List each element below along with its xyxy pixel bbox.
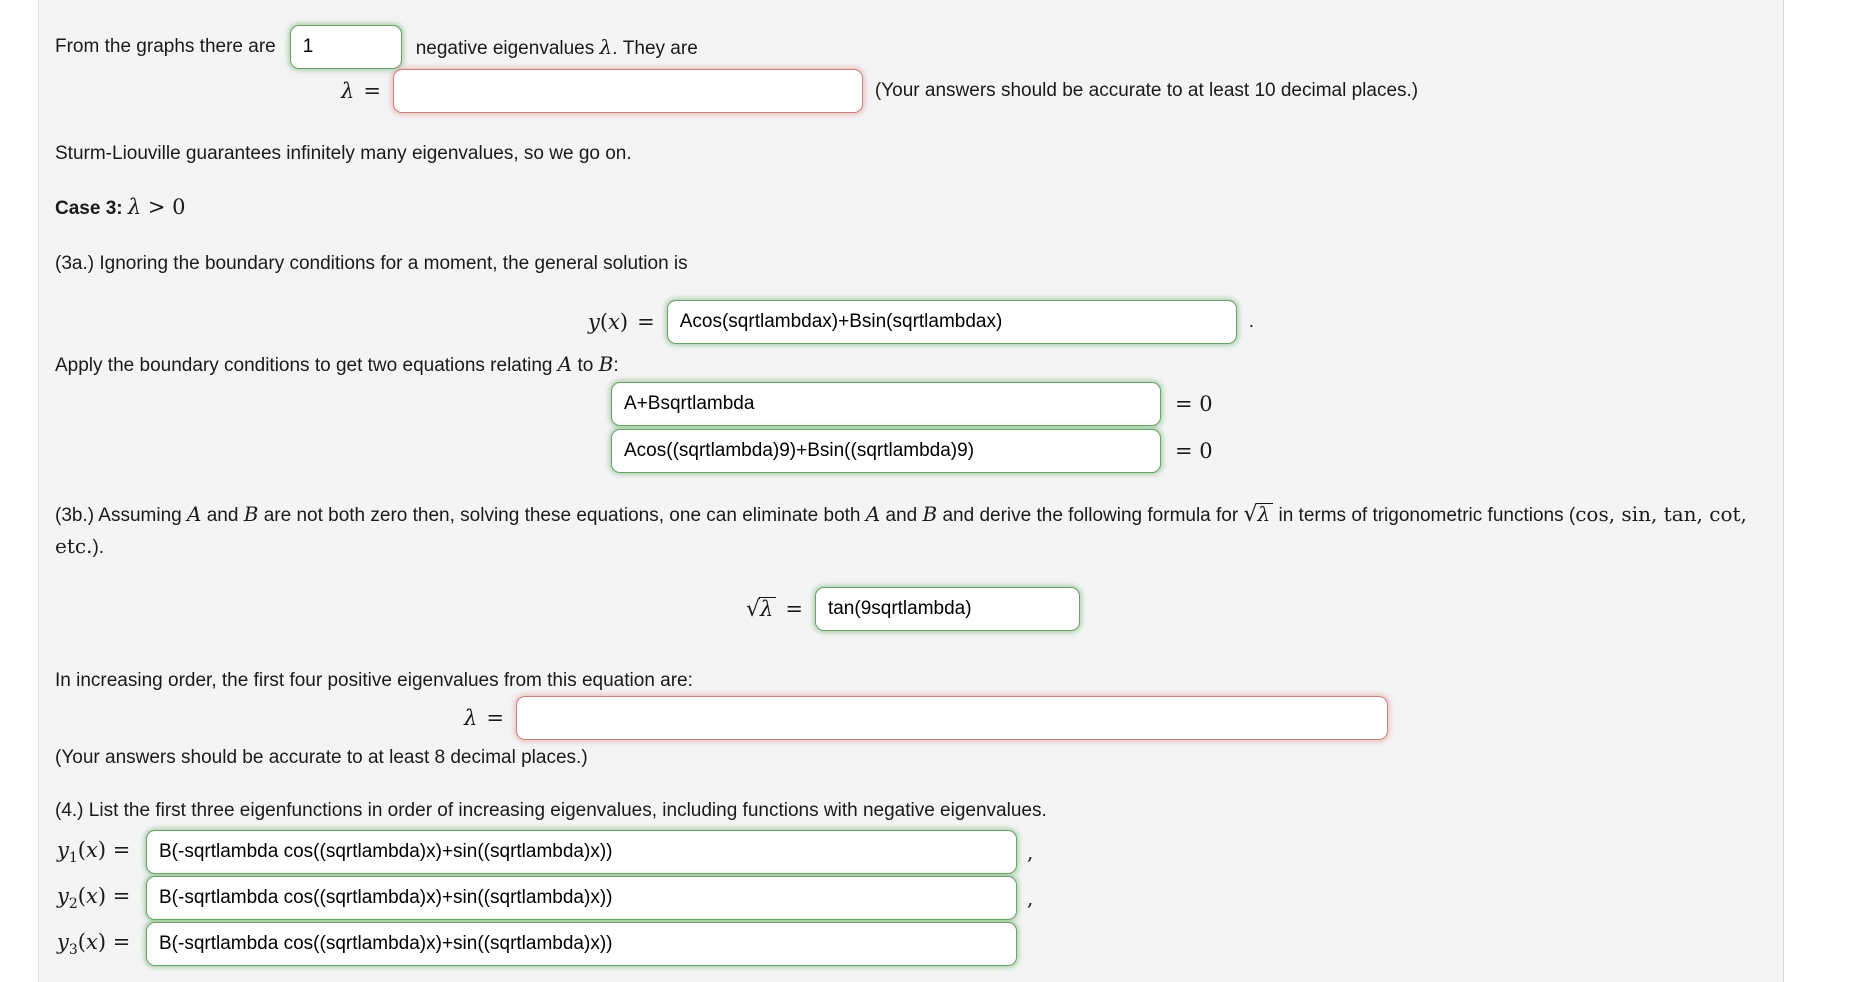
accuracy-note-8: (Your answers should be accurate to at l… xyxy=(55,747,588,768)
comma-text: , xyxy=(1027,886,1034,910)
comma-text: , xyxy=(1027,840,1034,864)
subscript-2: 2 xyxy=(68,896,78,913)
equals-zero-text: = 0 xyxy=(1175,392,1213,416)
accuracy-note-10: (Your answers should be accurate to at l… xyxy=(874,80,1419,101)
paren-open: ( xyxy=(77,837,86,862)
eigenfunction-3-row: y3(x) = xyxy=(55,922,1783,966)
y3-of-x-equals-label: y3(x) = xyxy=(57,930,136,958)
eigenfunction-1-row: y1(x) = , xyxy=(55,830,1783,874)
B-var: B xyxy=(922,502,938,526)
negative-count-suffix-1: negative eigenvalues xyxy=(415,37,600,59)
p3b-text-4: and xyxy=(880,505,923,526)
general-solution-input[interactable] xyxy=(666,300,1237,344)
sqrt-lambda-equals-label: √λ = xyxy=(746,596,803,622)
paren-open: ( xyxy=(599,310,609,334)
A-var: A xyxy=(865,502,881,526)
period-text: . xyxy=(1248,311,1255,332)
negative-count-row: From the graphs there are negative eigen… xyxy=(55,25,1783,69)
p3b-text-5: and derive the following formula for xyxy=(937,505,1244,526)
sqrt-lambda-formula-row: √λ = xyxy=(55,587,1783,631)
apply-boundary-text: Apply the boundary conditions to get two… xyxy=(55,352,1783,378)
sturm-liouville-note: Sturm-Liouville guarantees infinitely ma… xyxy=(55,143,632,164)
y-var: y xyxy=(57,837,69,862)
y-var: y xyxy=(588,310,600,334)
increasing-order-text: In increasing order, the first four posi… xyxy=(55,670,693,691)
negative-eigenvalue-row: λ= (Your answers should be accurate to a… xyxy=(55,69,1783,113)
equals-sign: = xyxy=(637,310,655,334)
bc-equation-2-input[interactable] xyxy=(611,429,1161,473)
x-var: x xyxy=(86,883,98,908)
x-var: x xyxy=(608,310,620,334)
general-solution-row: y(x) = . xyxy=(55,300,1783,344)
sqrt-lambda-formula-input[interactable] xyxy=(814,587,1080,631)
problem-panel: From the graphs there are negative eigen… xyxy=(38,0,1784,982)
y2-of-x-equals-label: y2(x) = xyxy=(57,884,136,912)
y-var: y xyxy=(57,929,69,954)
case3-label: Case 3: xyxy=(55,198,123,219)
equals-sign: = xyxy=(785,596,803,621)
negative-count-prefix-text: From the graphs there are xyxy=(55,36,276,57)
lambda-symbol: λ xyxy=(599,34,613,59)
apply-text-1: Apply the boundary conditions to get two… xyxy=(55,355,558,376)
eigenfunction-2-row: y2(x) = , xyxy=(55,876,1783,920)
part-4-text: (4.) List the first three eigenfunctions… xyxy=(55,800,1047,821)
p3b-text-3: are not both zero then, solving these eq… xyxy=(258,505,866,526)
A-var: A xyxy=(187,502,202,526)
lambda-equals-label: λ= xyxy=(341,79,381,103)
boundary-equation-1-row: = 0 xyxy=(55,382,1783,426)
negative-count-suffix-2: . They are xyxy=(612,37,698,59)
boundary-equation-2-row: = 0 xyxy=(55,429,1783,473)
paren-close-equals: ) = xyxy=(97,929,131,954)
y-var: y xyxy=(57,883,69,908)
part-3a-text: (3a.) Ignoring the boundary conditions f… xyxy=(55,253,688,274)
paren-open: ( xyxy=(77,883,86,908)
negative-count-suffix-text: negative eigenvalues λ. They are xyxy=(416,35,698,60)
case3-relation: > 0 xyxy=(141,195,186,219)
apply-text-2: to xyxy=(572,355,599,376)
eigenfunction-1-input[interactable] xyxy=(146,830,1017,874)
lambda-symbol: λ xyxy=(127,195,142,219)
positive-eigenvalues-row: λ= xyxy=(55,696,1783,740)
bc-equation-1-input[interactable] xyxy=(611,382,1161,426)
x-var: x xyxy=(86,929,98,954)
lambda-equals-label: λ= xyxy=(464,706,504,730)
part-3b-text: (3b.) Assuming A and B are not both zero… xyxy=(55,499,1777,563)
eigenfunction-2-input[interactable] xyxy=(146,876,1017,920)
apply-text-3: : xyxy=(613,355,619,376)
sqrt-lambda-symbol: λ xyxy=(759,596,777,620)
trig-function-names: cos, sin, tan, cot, etc. xyxy=(55,502,1747,558)
eigenfunction-3-input[interactable] xyxy=(146,922,1017,966)
p3b-text-1: (3b.) Assuming xyxy=(55,505,187,526)
negative-eigenvalues-input[interactable] xyxy=(392,69,863,113)
positive-eigenvalues-input[interactable] xyxy=(515,696,1388,740)
y-of-x-equals-label: y(x) = xyxy=(588,310,655,334)
equals-sign: = xyxy=(363,79,381,103)
paren-close: ) xyxy=(619,310,629,334)
equals-zero-text: = 0 xyxy=(1175,439,1213,463)
y1-of-x-equals-label: y1(x) = xyxy=(57,838,136,866)
subscript-1: 1 xyxy=(68,850,78,867)
radical-icon: √ xyxy=(746,596,761,622)
subscript-3: 3 xyxy=(68,942,78,959)
x-var: x xyxy=(86,837,98,862)
radical-icon: √ xyxy=(1243,502,1258,527)
sqrt-lambda-symbol: λ xyxy=(1256,503,1274,525)
negative-count-input[interactable] xyxy=(289,25,402,69)
B-var: B xyxy=(243,502,259,526)
equals-sign: = xyxy=(486,706,504,730)
B-var: B xyxy=(598,352,614,376)
paren-close-equals: ) = xyxy=(97,837,131,862)
lambda-symbol: λ xyxy=(341,79,355,103)
p3b-text-7: ). xyxy=(92,537,105,558)
paren-close-equals: ) = xyxy=(97,883,131,908)
lambda-symbol: λ xyxy=(464,706,478,730)
p3b-text-2: and xyxy=(201,505,244,526)
A-var: A xyxy=(557,352,573,376)
paren-open: ( xyxy=(77,929,86,954)
case3-heading: Case 3: λ > 0 xyxy=(55,194,1783,222)
p3b-text-6: in terms of trigonometric functions ( xyxy=(1273,505,1576,526)
